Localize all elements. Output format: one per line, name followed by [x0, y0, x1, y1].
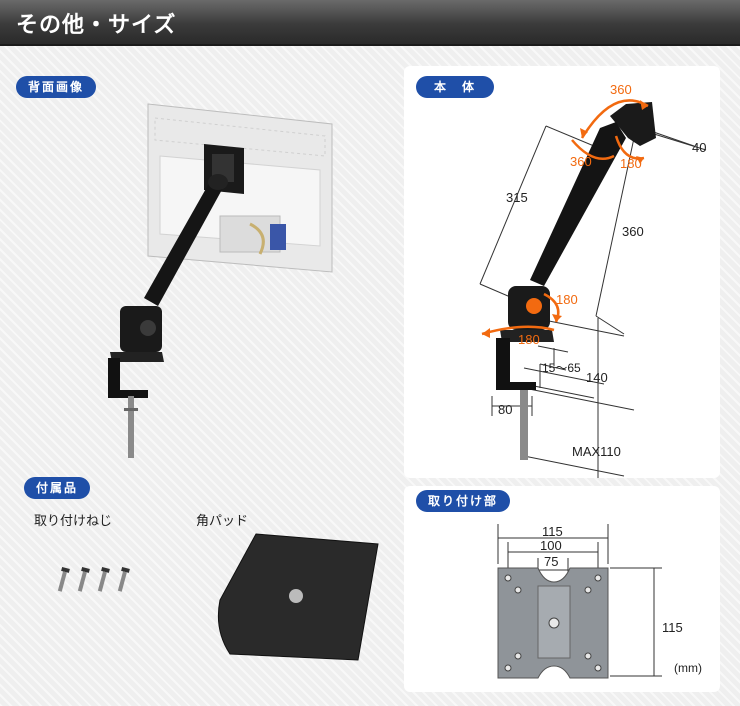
mount-w115: 115	[542, 524, 563, 539]
dim-80: 80	[498, 402, 512, 417]
rot-180-base: 180	[518, 332, 540, 347]
accessories-badge: 付属品	[24, 477, 91, 499]
dim-max110: MAX110	[572, 444, 621, 459]
mount-unit: (mm)	[674, 661, 702, 675]
screws-label: 取り付けねじ	[34, 514, 113, 529]
pad-image	[217, 533, 379, 661]
mount-h115: 115	[662, 620, 683, 635]
mount-w100: 100	[540, 538, 562, 553]
dim-360: 360	[622, 224, 644, 239]
rot-360-top: 360	[610, 82, 632, 97]
rear-image-badge: 背面画像	[16, 76, 97, 98]
body-badge: 本 体	[416, 76, 495, 98]
rot-180-mid: 180	[556, 292, 578, 307]
page-header: その他・サイズ	[0, 0, 740, 46]
rear-image	[108, 103, 333, 458]
dim-140: 140	[586, 370, 608, 385]
dim-40: 40	[692, 140, 706, 155]
screws-image	[57, 566, 130, 592]
pad-label: 角パッド	[196, 514, 249, 529]
rot-360-left: 360	[570, 154, 592, 169]
mount-w75: 75	[544, 554, 558, 569]
page-title: その他・サイズ	[16, 13, 177, 38]
body-diagram: 360 360 180 180 180 40 315 360 15〜65 140…	[479, 82, 706, 478]
rot-180-right: 180	[620, 156, 642, 171]
dim-315: 315	[506, 190, 528, 205]
mount-badge: 取り付け部	[416, 490, 511, 512]
dim-15-65: 15〜65	[542, 361, 581, 375]
mount-diagram: 115 100 75 115 (mm)	[497, 524, 702, 679]
body-panel	[404, 66, 720, 478]
